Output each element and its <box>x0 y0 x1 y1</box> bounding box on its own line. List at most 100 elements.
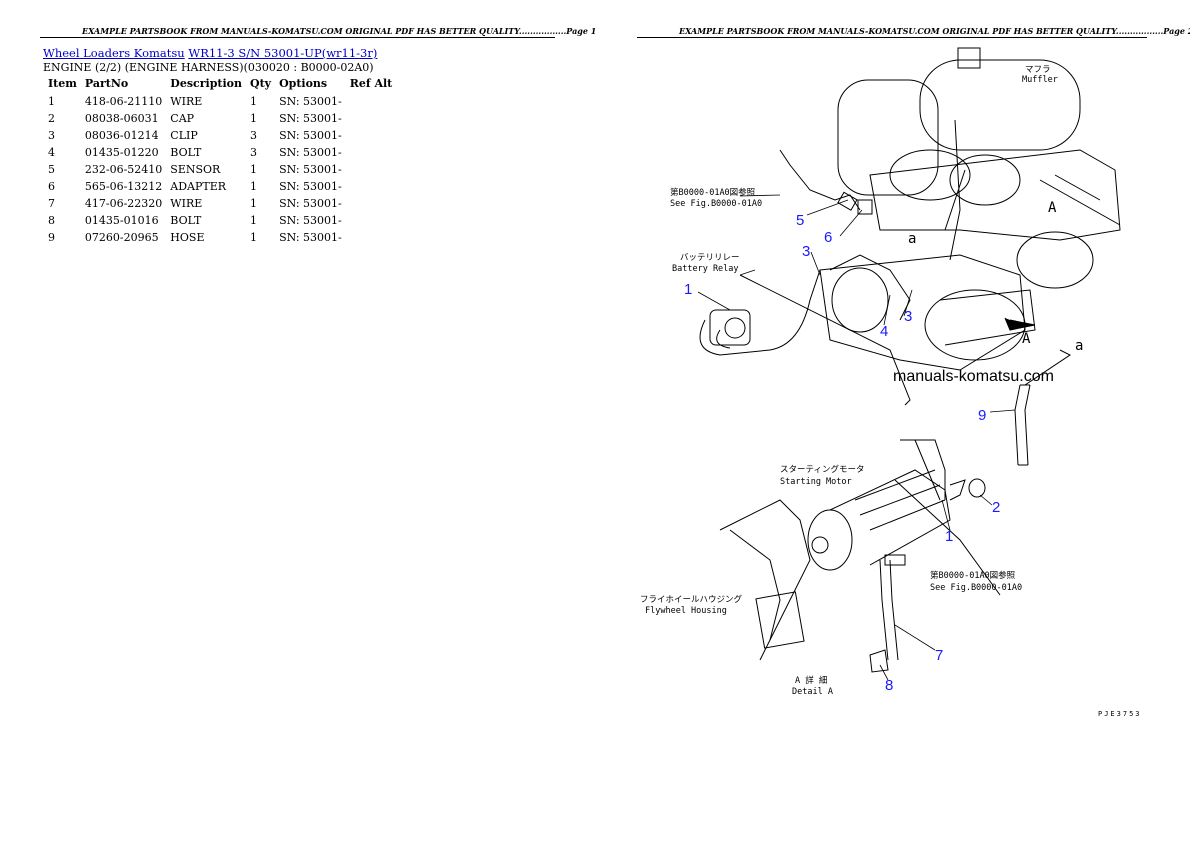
cell-options: SN: 53001- <box>279 163 342 176</box>
cell-qty: 1 <box>250 163 257 176</box>
cell-options: SN: 53001- <box>279 112 342 125</box>
breadcrumb-link-wheel-loaders[interactable]: Wheel Loaders Komatsu <box>43 46 185 60</box>
connection-letter-a1: a <box>908 231 916 247</box>
col-header-options: Options <box>279 77 328 90</box>
cell-ref-alt <box>346 111 397 128</box>
breadcrumb-link-model[interactable]: WR11-3 S/N 53001-UP(wr11-3r) <box>188 46 378 60</box>
flywheel-label-jp: フライホイールハウジング <box>640 594 743 605</box>
cell-description: HOSE <box>170 231 205 244</box>
cell-partno: 08036-01214 <box>84 129 159 142</box>
callout-numbers: 5 6 3 1 4 3 9 2 1 7 8 <box>684 212 1000 694</box>
page1-header: EXAMPLE PARTSBOOK FROM MANUALS-KOMATSU.C… <box>82 26 597 36</box>
cell-item: 2 <box>48 112 55 125</box>
callout-1b: 1 <box>945 528 953 545</box>
cell-description: CLIP <box>170 129 198 142</box>
starting-motor-label-en: Starting Motor <box>780 477 852 487</box>
cell-options: SN: 53001- <box>279 231 342 244</box>
cell-qty: 1 <box>250 231 257 244</box>
col-header-partno: PartNo <box>84 77 129 90</box>
cell-ref-alt <box>346 128 397 145</box>
cell-item: 1 <box>48 95 55 108</box>
cell-qty: 1 <box>250 197 257 210</box>
cell-partno: 01435-01016 <box>84 214 159 227</box>
cell-options: SN: 53001- <box>279 95 342 108</box>
engine-assembly-drawing <box>699 47 1121 406</box>
hose-drawing <box>1014 349 1071 466</box>
cell-options: SN: 53001- <box>279 214 342 227</box>
flywheel-label-en: Flywheel Housing <box>645 606 727 616</box>
fig-ref-bottom-en: See Fig.B0000-01A0 <box>930 583 1022 593</box>
callout-3: 3 <box>802 243 810 260</box>
cell-ref-alt <box>346 230 397 247</box>
page2-header-rule <box>637 37 1147 38</box>
callout-6: 6 <box>824 229 832 246</box>
col-header-item: Item <box>48 77 77 90</box>
detail-a-label-en: Detail A <box>792 687 833 697</box>
fig-ref-top-jp: 第B0000-01A0図参照 <box>670 187 756 198</box>
cell-ref-alt <box>346 196 397 213</box>
cell-item: 7 <box>48 197 55 210</box>
callout-5: 5 <box>796 212 804 229</box>
view-letter-a-arrow: A <box>1022 331 1031 347</box>
callout-4: 4 <box>880 323 888 340</box>
col-header-description: Description <box>170 77 242 90</box>
callout-2: 2 <box>992 499 1000 516</box>
cell-partno: 08038-06031 <box>84 112 159 125</box>
col-header-qty: Qty <box>250 77 272 90</box>
cell-qty: 3 <box>250 146 257 159</box>
muffler-label-en: Muffler <box>1022 75 1058 85</box>
cell-ref-alt <box>346 162 397 179</box>
cell-options: SN: 53001- <box>279 197 342 210</box>
cell-description: CAP <box>170 112 195 125</box>
view-letter-a-top: A <box>1048 200 1057 216</box>
cell-qty: 1 <box>250 180 257 193</box>
callout-7: 7 <box>935 647 943 664</box>
section-title: ENGINE (2/2) (ENGINE HARNESS)(030020 : B… <box>43 61 374 74</box>
callout-9: 9 <box>978 407 986 424</box>
cell-item: 3 <box>48 129 55 142</box>
cell-partno: 01435-01220 <box>84 146 159 159</box>
callout-3b: 3 <box>904 308 912 325</box>
cell-options: SN: 53001- <box>279 146 342 159</box>
battery-relay-label-jp: バッテリリレー <box>680 253 740 263</box>
col-header-ref-alt: Ref Alt <box>349 77 393 90</box>
page1-header-rule <box>40 37 555 38</box>
diagram-labels: マフラ Muffler 第B0000-01A0図参照 See Fig.B0000… <box>640 65 1083 697</box>
parts-diagram: マフラ Muffler 第B0000-01A0図参照 See Fig.B0000… <box>640 47 1121 697</box>
cell-qty: 1 <box>250 214 257 227</box>
cell-item: 5 <box>48 163 55 176</box>
cell-qty: 1 <box>250 95 257 108</box>
detail-a-label-jp: A 詳 細 <box>795 675 827 686</box>
cell-partno: 232-06-52410 <box>84 163 163 176</box>
cell-ref-alt <box>346 94 397 111</box>
fig-ref-bottom-jp: 第B0000-01A0図参照 <box>930 570 1016 581</box>
parts-table: Item PartNo Description Qty Options Ref … <box>44 77 396 247</box>
cell-item: 9 <box>48 231 55 244</box>
cell-description: BOLT <box>170 146 202 159</box>
cell-ref-alt <box>346 213 397 230</box>
fig-ref-top-en: See Fig.B0000-01A0 <box>670 199 762 209</box>
cell-partno: 565-06-13212 <box>84 180 163 193</box>
battery-relay-label-en: Battery Relay <box>672 264 739 274</box>
cell-partno: 417-06-22320 <box>84 197 163 210</box>
starting-motor-drawing <box>719 439 1001 673</box>
breadcrumb: Wheel Loaders Komatsu WR11-3 S/N 53001-U… <box>43 46 377 60</box>
cell-options: SN: 53001- <box>279 129 342 142</box>
cell-description: BOLT <box>170 214 202 227</box>
muffler-label-jp: マフラ <box>1025 65 1051 75</box>
table-header-row: Item PartNo Description Qty Options Ref … <box>44 77 396 94</box>
page2-header: EXAMPLE PARTSBOOK FROM MANUALS-KOMATSU.C… <box>679 26 1190 36</box>
cell-partno: 418-06-21110 <box>84 95 163 108</box>
cell-description: ADAPTER <box>170 180 227 193</box>
watermark-text: manuals-komatsu.com <box>893 368 1054 385</box>
cell-ref-alt <box>346 145 397 162</box>
cell-partno: 07260-20965 <box>84 231 159 244</box>
